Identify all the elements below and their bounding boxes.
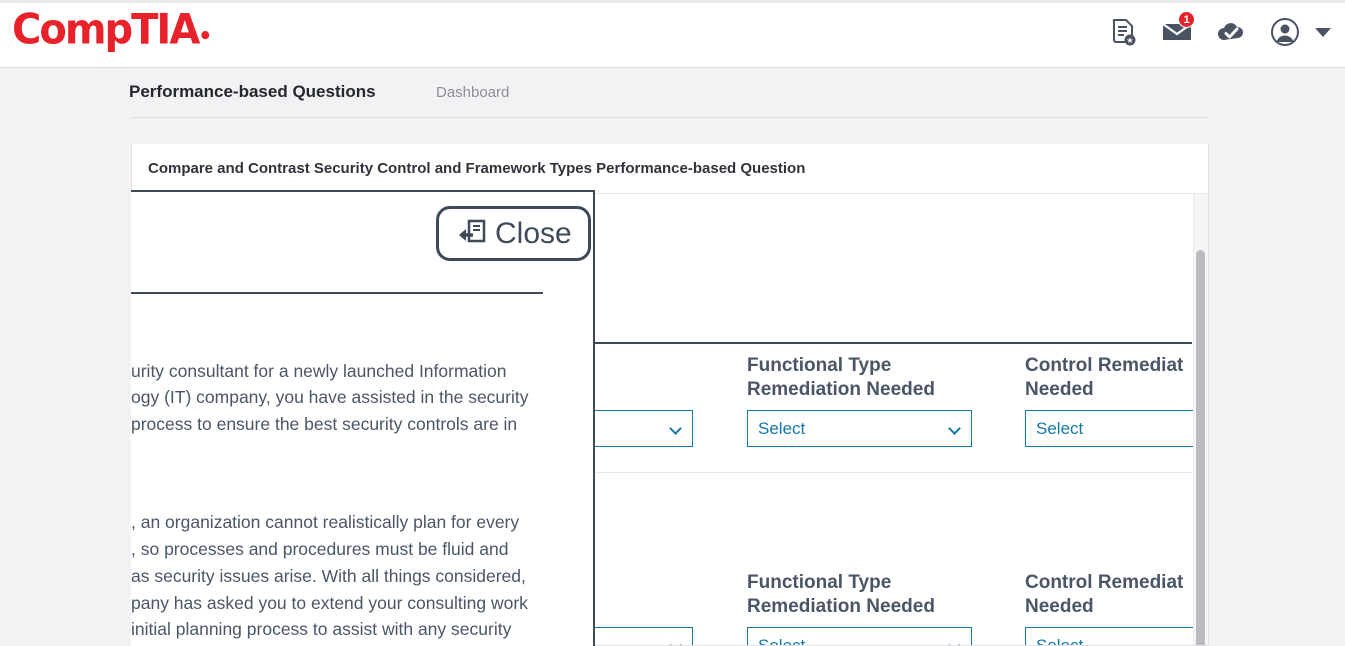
- select-control-remediation[interactable]: Select: [1025, 410, 1209, 447]
- comptia-logo-trademark: •: [198, 24, 210, 50]
- scenario-paragraph: urity consultant for a newly launched In…: [131, 358, 595, 438]
- user-avatar-icon[interactable]: [1269, 14, 1301, 50]
- top-navigation-bar: CompTIA• ★ 1: [0, 0, 1345, 68]
- column-header-functional-type: Functional Type Remediation Needed: [747, 354, 962, 401]
- select-functional-type[interactable]: Select: [747, 627, 972, 646]
- chevron-down-icon: [948, 422, 961, 435]
- vertical-scrollbar-thumb[interactable]: [1196, 250, 1205, 646]
- select-functional-type-value: Select: [758, 636, 805, 646]
- envelope-icon[interactable]: 1: [1161, 14, 1193, 50]
- cloud-check-icon[interactable]: [1215, 14, 1247, 50]
- scenario-body: urity consultant for a newly launched In…: [131, 304, 595, 646]
- tab-bar: Performance-based Questions Dashboard: [131, 78, 1209, 118]
- comptia-logo[interactable]: CompTIA•: [12, 7, 210, 61]
- sign-out-icon: [457, 217, 487, 250]
- comptia-logo-text: CompTIA: [12, 6, 198, 54]
- envelope-badge-count: 1: [1178, 11, 1195, 28]
- chevron-down-icon: [669, 422, 682, 435]
- chevron-down-icon: [669, 639, 682, 646]
- chevron-down-icon[interactable]: [1315, 28, 1331, 37]
- scenario-overlay-panel: ario Close urity consultant for a newly …: [131, 190, 595, 646]
- column-header-control-remediation: Control Remediat Needed: [1025, 354, 1209, 401]
- svg-text:★: ★: [1126, 36, 1133, 45]
- vertical-scrollbar-track[interactable]: [1193, 194, 1208, 646]
- close-button-label: Close: [495, 219, 572, 249]
- select-functional-type[interactable]: Select: [747, 410, 972, 447]
- chevron-down-icon: [948, 639, 961, 646]
- select-functional-type-value: Select: [758, 419, 805, 439]
- select-control-remediation-value: Select: [1036, 636, 1083, 646]
- scenario-paragraph: , an organization cannot realistically p…: [131, 509, 595, 646]
- column-header-functional-type: Functional Type Remediation Needed: [747, 571, 962, 618]
- select-control-remediation[interactable]: Select: [1025, 627, 1209, 646]
- document-star-icon[interactable]: ★: [1107, 14, 1139, 50]
- scenario-title-underline: [131, 292, 543, 294]
- close-button[interactable]: Close: [436, 206, 591, 261]
- tab-dashboard[interactable]: Dashboard: [436, 84, 509, 101]
- question-card-title: Compare and Contrast Security Control an…: [132, 144, 1208, 194]
- tab-performance-based-questions[interactable]: Performance-based Questions: [129, 82, 376, 102]
- select-control-remediation-value: Select: [1036, 419, 1083, 439]
- column-header-control-remediation: Control Remediat Needed: [1025, 571, 1209, 618]
- top-icon-group: ★ 1: [1107, 14, 1331, 50]
